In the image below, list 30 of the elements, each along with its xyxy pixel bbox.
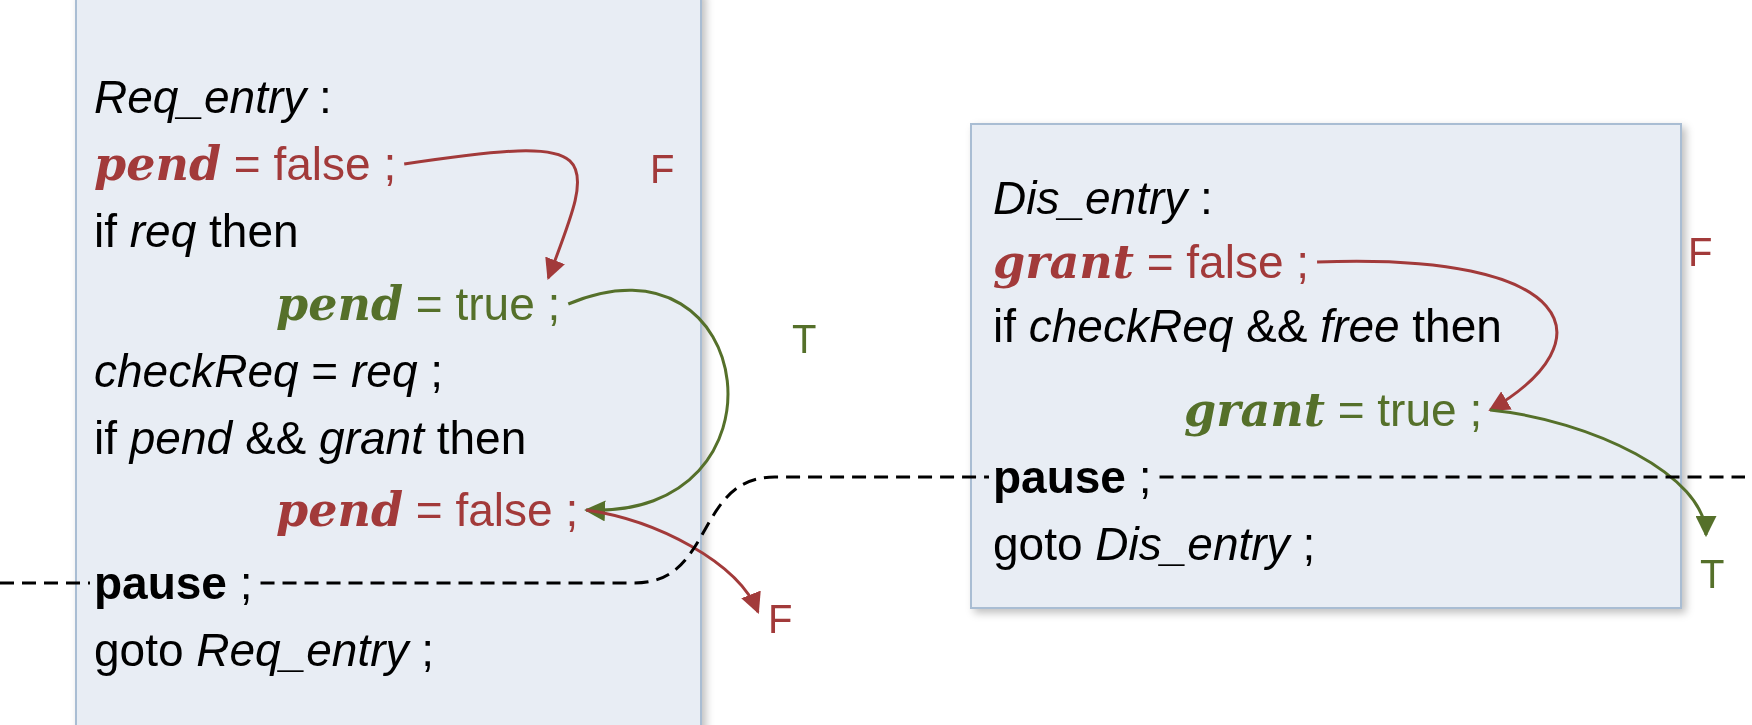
code-line: if checkReq && free then	[993, 298, 1502, 354]
code-line: if req then	[94, 203, 299, 259]
dashed-line	[0, 581, 90, 585]
code-line: pend = false ;	[94, 136, 397, 192]
code-line: pend = true ;	[276, 276, 561, 332]
code-line: pause ;	[94, 555, 253, 611]
dashed-line	[1159, 475, 1745, 479]
code-line: grant = false ;	[993, 234, 1310, 290]
edge-label: T	[1700, 551, 1725, 598]
edge-label: T	[792, 316, 817, 363]
arrow	[404, 149, 580, 280]
code-line: if pend && grant then	[94, 410, 527, 466]
code-line: goto Dis_entry ;	[993, 516, 1316, 572]
arrow	[585, 508, 760, 614]
code-panel	[75, 0, 702, 725]
code-line: Req_entry :	[94, 69, 332, 125]
arrow	[1489, 408, 1714, 538]
code-line: pend = false ;	[276, 482, 579, 538]
arrow	[1317, 260, 1558, 412]
code-line: checkReq = req ;	[94, 343, 444, 399]
code-line: goto Req_entry ;	[94, 622, 435, 678]
code-line: Dis_entry :	[993, 170, 1213, 226]
edge-label: F	[650, 146, 675, 193]
edge-label: F	[1688, 229, 1713, 276]
code-panel	[970, 123, 1682, 609]
arrow	[567, 290, 729, 520]
edge-label: F	[768, 596, 793, 643]
code-line: pause ;	[993, 449, 1152, 505]
code-line: grant = true ;	[1184, 382, 1483, 438]
dashed-line	[260, 475, 989, 585]
